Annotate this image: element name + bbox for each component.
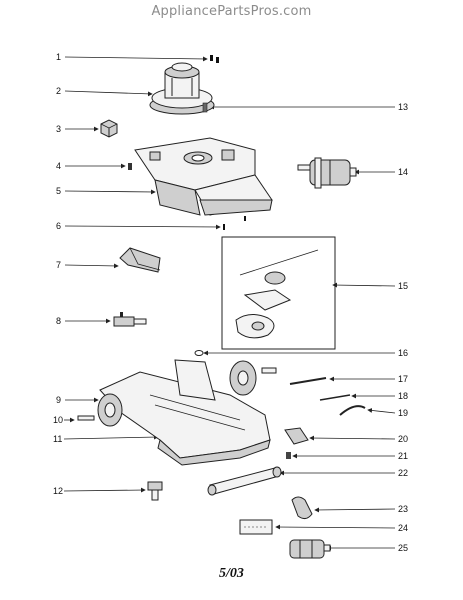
part-13-spring xyxy=(202,102,208,113)
part-17-rod xyxy=(289,377,327,385)
callout-13: 13 xyxy=(398,102,408,112)
callout-23: 23 xyxy=(398,504,408,514)
part-25-brush-motor xyxy=(289,539,331,559)
watermark: AppliancePartsPros.com xyxy=(151,4,312,19)
callout-17: 17 xyxy=(398,374,408,384)
part-9-wheel-left xyxy=(97,393,123,427)
callout-2: 2 xyxy=(56,86,61,96)
part-15-inset-box xyxy=(221,236,336,350)
part-20-clip xyxy=(284,427,309,445)
callout-9: 9 xyxy=(56,395,61,405)
part-24-filter xyxy=(239,519,273,535)
callout-19: 19 xyxy=(398,408,408,418)
callout-10: 10 xyxy=(53,415,63,425)
callout-21: 21 xyxy=(398,451,408,461)
callout-3: 3 xyxy=(56,124,61,134)
part-14-motor xyxy=(297,157,357,189)
part-23-belt xyxy=(291,496,313,520)
callout-12: 12 xyxy=(53,486,63,496)
part-7-bracket xyxy=(119,247,161,273)
part-10-axle-pin xyxy=(77,415,95,421)
part-22-hose xyxy=(207,466,282,496)
part-8-connector xyxy=(113,312,147,327)
callout-1: 1 xyxy=(56,52,61,62)
callout-22: 22 xyxy=(398,468,408,478)
part-11-chassis xyxy=(99,359,271,466)
callout-15: 15 xyxy=(398,281,408,291)
callout-20: 20 xyxy=(398,434,408,444)
part-5-base-housing xyxy=(134,137,273,216)
callout-5: 5 xyxy=(56,186,61,196)
callout-16: 16 xyxy=(398,348,408,358)
callout-14: 14 xyxy=(398,167,408,177)
part-21-button xyxy=(286,452,291,459)
part-3-cube xyxy=(100,119,118,138)
wheel-right xyxy=(229,360,257,396)
axle-short xyxy=(261,367,277,374)
callout-6: 6 xyxy=(56,221,61,231)
revision-date: 5/03 xyxy=(219,566,244,581)
callout-18: 18 xyxy=(398,391,408,401)
part-1-screws xyxy=(210,55,219,63)
part-4-clip xyxy=(128,163,132,170)
callout-4: 4 xyxy=(56,161,61,171)
part-18-rod xyxy=(319,394,351,401)
callout-25: 25 xyxy=(398,543,408,553)
part-16-clip xyxy=(194,350,204,356)
part-19-strap xyxy=(339,405,366,416)
part-6-pin xyxy=(223,216,246,230)
part-2-motor-fan xyxy=(149,62,215,115)
callout-8: 8 xyxy=(56,316,61,326)
leader-lines xyxy=(63,56,396,551)
callout-24: 24 xyxy=(398,523,408,533)
callout-11: 11 xyxy=(53,434,62,444)
part-12-foot xyxy=(147,481,163,501)
callout-7: 7 xyxy=(56,260,61,270)
